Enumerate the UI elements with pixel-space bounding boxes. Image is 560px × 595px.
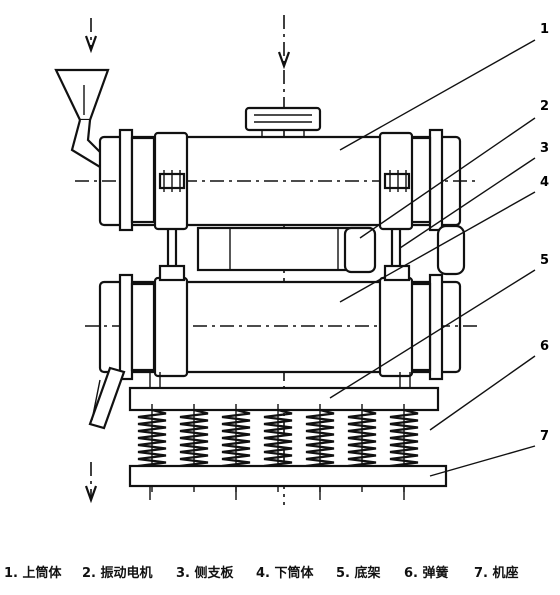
callout-number-7: 7 <box>540 429 549 444</box>
legend-item-upper-cylinder: 1. 上筒体 <box>4 566 62 581</box>
outlet-arrow <box>84 462 98 504</box>
callout-number-4: 4 <box>540 175 549 190</box>
vibration-motor <box>343 224 466 276</box>
callout-number-1: 1 <box>540 22 549 37</box>
callout-number-2: 2 <box>540 99 549 114</box>
legend-item-side-plate: 3. 侧支板 <box>176 566 234 581</box>
callout-leader-1: 1 <box>339 22 549 151</box>
callout-number-6: 6 <box>540 339 549 354</box>
callout-leader-2: 2 <box>359 99 549 239</box>
callout-leader-6: 6 <box>429 339 549 431</box>
legend-item-lower-cylinder: 4. 下筒体 <box>256 566 314 581</box>
legend-item-machine-base: 7. 机座 <box>474 566 519 581</box>
callout-leader-7: 7 <box>429 429 549 477</box>
callout-leader-4: 4 <box>339 175 549 303</box>
callout-number-3: 3 <box>540 141 549 156</box>
feed-hopper <box>54 68 110 169</box>
base-frame <box>128 372 440 412</box>
inlet-arrow-center <box>277 15 291 70</box>
inlet-arrow-left <box>84 18 98 54</box>
callout-leader-5: 5 <box>329 253 549 399</box>
machine-base <box>128 464 448 500</box>
legend-item-base-frame: 5. 底架 <box>336 566 381 581</box>
upper-cylinder <box>75 106 480 232</box>
legend-item-vibration-motor: 2. 振动电机 <box>82 566 153 581</box>
lower-cylinder <box>85 264 480 381</box>
callout-leader-3: 3 <box>399 141 549 249</box>
discharge-chute <box>88 366 126 430</box>
legend-item-spring: 6. 弹簧 <box>404 566 449 581</box>
legend-caption: 1. 上筒体 2. 振动电机 3. 侧支板 4. 下筒体 5. 底架 6. 弹簧… <box>0 558 560 584</box>
callout-number-5: 5 <box>540 253 549 268</box>
